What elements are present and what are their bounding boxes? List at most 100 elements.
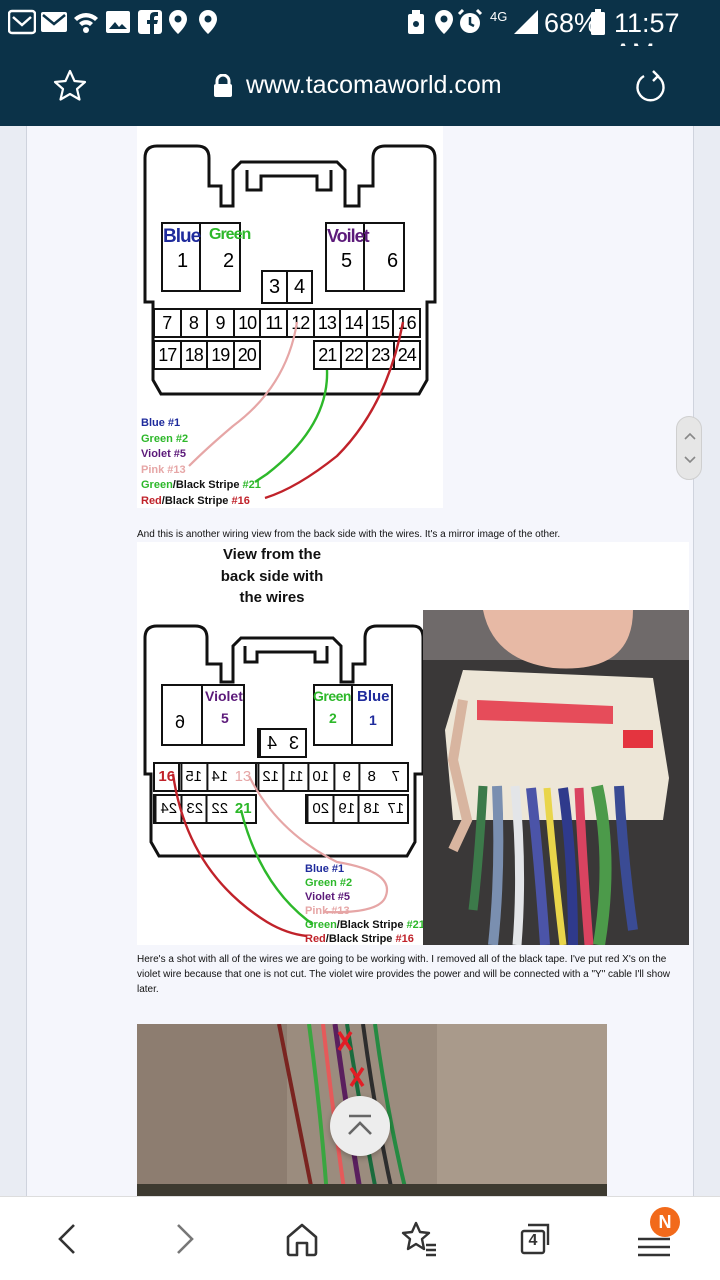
pin-row-back-24-21: 24 23 22 21 xyxy=(153,794,257,824)
back-icon[interactable] xyxy=(46,1217,90,1261)
pin-15: 15 xyxy=(368,310,395,336)
pin-cell-back-1 xyxy=(353,684,393,746)
pin-23: 23 xyxy=(368,342,395,368)
connector-drawing xyxy=(143,144,437,396)
usb-icon xyxy=(408,10,424,34)
lock-icon xyxy=(214,74,232,97)
home-icon[interactable] xyxy=(280,1217,324,1261)
wiring-diagram-back: View from the back side with the wires V… xyxy=(137,542,689,945)
mid-pin-row-back: 4 3 xyxy=(257,728,307,758)
pin-4: 4 xyxy=(293,276,306,298)
pin-6: 6 xyxy=(387,250,399,272)
fast-scroll-handle[interactable] xyxy=(676,416,702,480)
pin-cell-6 xyxy=(365,222,405,292)
legend-rbs-mid: /Black Stripe xyxy=(161,494,232,507)
battery-percent: 68% xyxy=(544,8,599,38)
legend-green-black: Green/Black Stripe #21 xyxy=(141,478,261,494)
tabs-count: 4 xyxy=(528,1232,538,1249)
legend-pink: Pink #13 xyxy=(141,463,186,476)
legend-back-gbs-mid: /Black Stripe xyxy=(336,919,407,931)
pin-back-2: 2 xyxy=(329,710,337,726)
badge-letter: N xyxy=(658,1212,672,1232)
connector-photo xyxy=(423,610,689,945)
pin-11: 11 xyxy=(261,310,288,336)
pin-cell-1 xyxy=(161,222,201,292)
pin-cell-2 xyxy=(201,222,241,292)
pin-13: 13 xyxy=(315,310,342,336)
pin-7: 7 xyxy=(155,310,182,336)
wiring-diagram-front: Blue Green Voilet 1 2 5 6 3 4 7 8 9 10 1… xyxy=(137,126,443,508)
label-green-back: Green xyxy=(313,688,351,704)
legend-back-gbs-name: Green xyxy=(305,919,337,931)
label-violet-back: Violet xyxy=(205,688,243,704)
battery-icon xyxy=(591,9,605,35)
star-icon[interactable] xyxy=(52,68,88,104)
pin-cell-back-5 xyxy=(203,684,245,746)
scroll-top-button[interactable] xyxy=(330,1096,390,1156)
label-voilet: Voilet xyxy=(327,226,370,246)
legend-blue: Blue #1 xyxy=(141,417,181,429)
caption-wires-shot: Here's a shot with all of the wires we a… xyxy=(137,954,670,995)
tabs-button[interactable]: 4 xyxy=(514,1217,558,1261)
pin-cell-back-6 xyxy=(161,684,203,746)
url-text[interactable]: www.tacomaworld.com xyxy=(246,71,502,99)
legend-back-pink: Pink #13 xyxy=(305,905,350,917)
voicemail-icon xyxy=(8,9,36,35)
tabs-icon xyxy=(520,1223,550,1255)
pin-row-21-24: 21 22 23 24 xyxy=(313,340,421,370)
wire-legend-back: Blue #1 Green #2 Violet #5 Pink #13 Gree… xyxy=(305,862,425,946)
scroll-chevrons-icon xyxy=(684,432,696,464)
pin-back-21: 21 xyxy=(234,800,252,817)
legend-back-green-black: Green/Black Stripe #21 xyxy=(305,918,425,932)
pin-back-1: 1 xyxy=(369,712,377,728)
title-line-1: View from the xyxy=(222,546,322,563)
web-content[interactable]: Blue Green Voilet 1 2 5 6 3 4 7 8 9 10 1… xyxy=(0,126,720,1196)
pin-17: 17 xyxy=(155,342,182,368)
pin-22: 22 xyxy=(342,342,368,368)
wifi-icon xyxy=(74,13,98,33)
alarm-icon xyxy=(457,8,483,33)
pin-24: 24 xyxy=(397,345,417,365)
pin-2: 2 xyxy=(223,250,235,272)
pin-14: 14 xyxy=(341,310,368,336)
legend-back-violet: Violet #5 xyxy=(305,891,351,903)
legend-back-gbs-num: #21 xyxy=(406,919,425,931)
signal-icon xyxy=(514,10,538,34)
pin-18: 18 xyxy=(182,342,208,368)
legend-rbs-num: #16 xyxy=(231,494,250,507)
pin-9: 9 xyxy=(208,310,235,336)
caption-mirror-view: And this is another wiring view from the… xyxy=(137,529,561,540)
forward-icon[interactable] xyxy=(162,1217,206,1261)
wire-legend-front: Blue #1 Green #2 Violet #5 Pink #13 Gree… xyxy=(141,416,261,509)
reload-icon[interactable] xyxy=(632,68,668,104)
label-green: Green xyxy=(209,226,251,243)
location-icon-2 xyxy=(199,10,217,34)
legend-back-red-black: Red/Black Stripe #16 xyxy=(305,932,425,946)
legend-back-rbs-mid: /Black Stripe xyxy=(325,933,396,945)
pin-3: 3 xyxy=(263,272,288,302)
pin-10: 10 xyxy=(235,310,262,336)
mid-pin-row: 3 4 xyxy=(261,270,313,304)
title-line-3: the wires xyxy=(239,589,305,606)
pin-21: 21 xyxy=(315,342,342,368)
legend-back-green: Green #2 xyxy=(305,877,353,889)
pin-8: 8 xyxy=(182,310,209,336)
legend-gbs-mid: /Black Stripe xyxy=(172,479,243,491)
location-icon xyxy=(169,10,187,34)
pin-cell-back-2 xyxy=(313,684,353,746)
pin-20: 20 xyxy=(237,345,257,365)
legend-rbs-name: Red xyxy=(141,494,162,507)
network-type: 4G xyxy=(490,9,508,24)
connector-drawing-back xyxy=(143,624,423,858)
pin-1: 1 xyxy=(177,250,189,272)
bookmarks-icon[interactable] xyxy=(398,1217,442,1261)
menu-icon[interactable] xyxy=(632,1217,676,1261)
notification-badge: N xyxy=(650,1207,680,1237)
legend-gbs-num: #21 xyxy=(242,479,261,491)
pin-back-13: 13 xyxy=(231,764,257,790)
legend-back-blue: Blue #1 xyxy=(305,863,345,875)
label-blue: Blue xyxy=(163,226,201,247)
pin-row-back-20-17: 20 19 18 17 xyxy=(305,794,409,824)
browser-url-bar: www.tacomaworld.com xyxy=(0,46,720,126)
scroll-top-icon xyxy=(348,1114,372,1135)
